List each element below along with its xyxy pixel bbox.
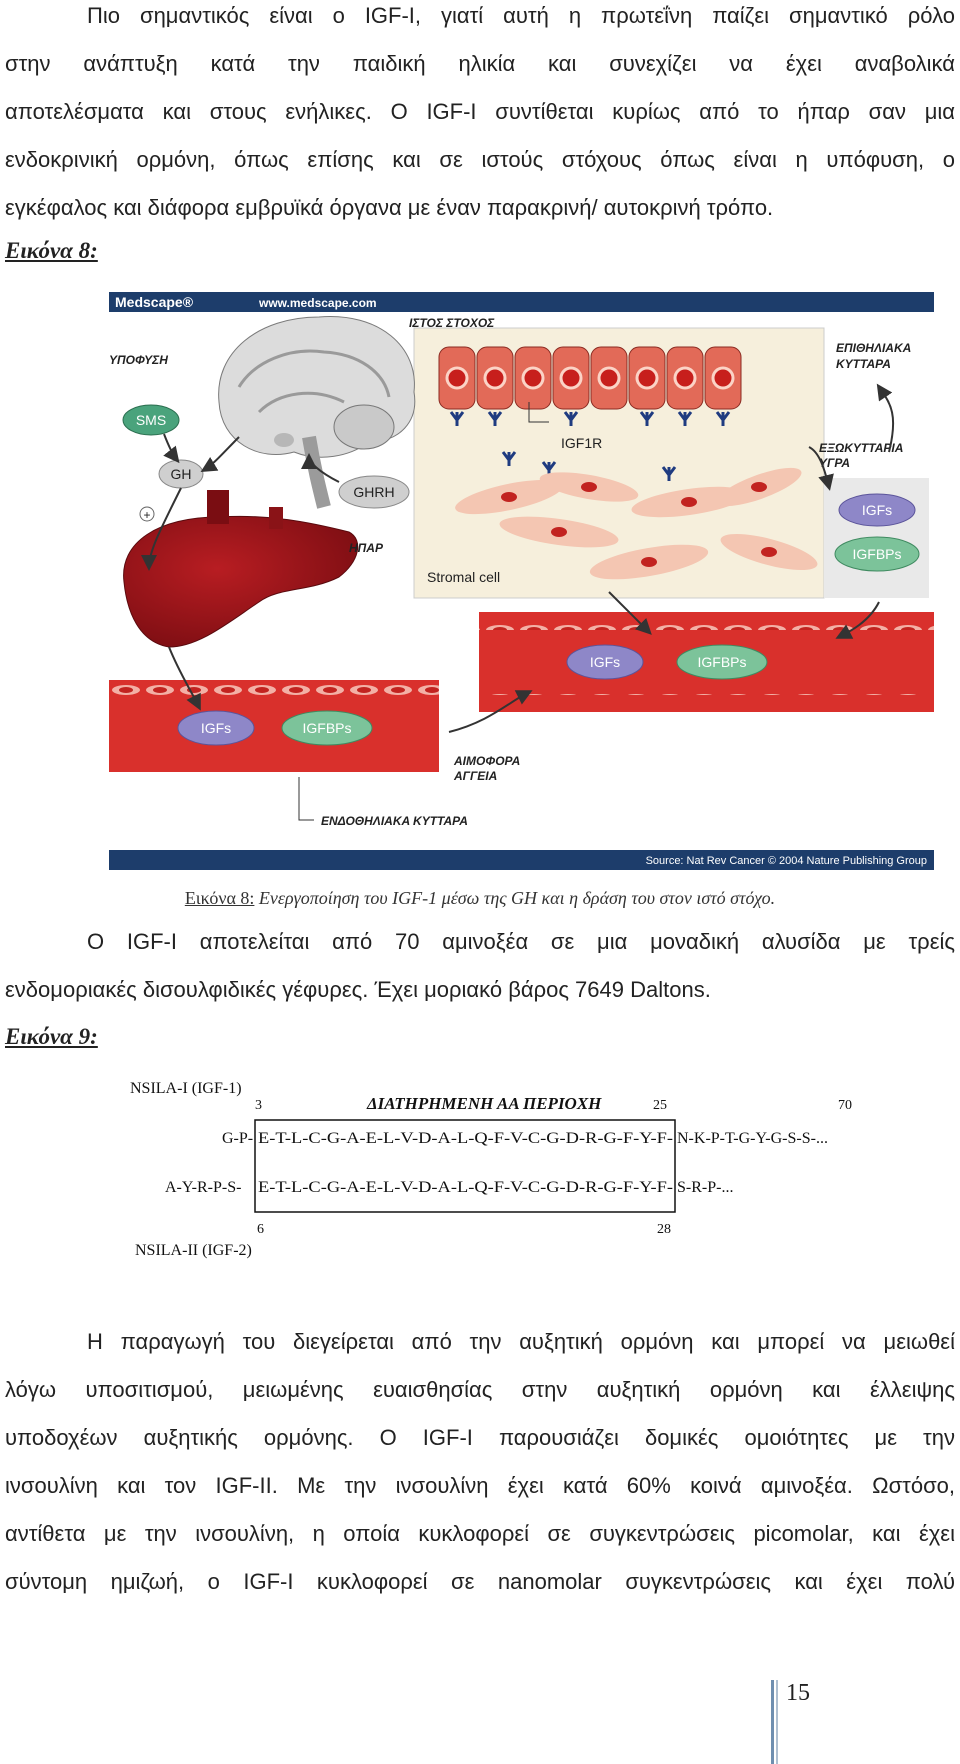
paragraph-line: εγκέφαλος και διάφορα εμβρυϊκά όργανα με…: [5, 195, 774, 220]
epithelial-label-1: ΕΠΙΘΗΛΙΑΚΑ: [836, 341, 911, 355]
endothelial-pointer: [298, 777, 314, 821]
paragraph-line: ενδομοριακές δισουλφιδικές γέφυρες. Έχει…: [5, 977, 711, 1002]
position-70: 70: [838, 1098, 852, 1113]
seq1-prefix: G-P-: [222, 1130, 253, 1147]
seq2-prefix: A-Y-R-P-S-: [165, 1179, 241, 1196]
igf1r-label: IGF1R: [561, 435, 602, 451]
igfbps-label-vessel-right: IGFBPs: [697, 654, 746, 670]
conserved-region-title: ΔΙΑΤΗΡΗΜΕΝΗ ΑΑ ΠΕΡΙΟΧΗ: [366, 1094, 602, 1113]
igf1r-label-bg: [557, 432, 613, 452]
paragraph-line: Πιο σημαντικός είναι ο IGF-I, γιατί αυτή…: [87, 3, 955, 28]
paragraph-line: υποδοχέων αυξητικής ορμόνης. Ο IGF-I παρ…: [5, 1425, 955, 1450]
paragraph-line: σύντομη ημιζωή, ο IGF-I κυκλοφορεί σε na…: [5, 1569, 955, 1594]
paragraph-line: Ο IGF-I αποτελείται από 70 αμινοξέα σε μ…: [87, 929, 955, 954]
igf1r-receptors: [449, 411, 731, 481]
endothelial-label: ΕΝΔΟΘΗΛΙΑΚΑ ΚΥΤΤΑΡΑ: [321, 814, 468, 828]
figure-8-caption-label: Εικόνα 8:: [184, 888, 255, 908]
igfs-label-vessel-right: IGFs: [590, 654, 620, 670]
figure-footer-bar: [109, 850, 934, 870]
stromal-cells: [455, 467, 818, 580]
paragraph-line: αποτελέσματα και στους ενήλικες. Ο IGF-I…: [5, 99, 955, 124]
igf1-label: NSILA-I (IGF-1): [130, 1080, 242, 1097]
figure-8-illustration: Medscape® www.medscape.com ΙΣΤΟΣ ΣΤΟΧΟΣ: [109, 292, 934, 870]
paragraph-line: ενδοκρινική ορμόνη, όπως επίσης και σε ι…: [5, 147, 955, 172]
plus-sign: +: [143, 508, 150, 522]
extracellular-label-1: ΕΞΩΚΥΤΤΑΡΙΑ: [819, 441, 903, 455]
plus-sign-circle: [139, 506, 155, 522]
position-25: 25: [653, 1098, 667, 1113]
conserved-region-box: [254, 1119, 676, 1213]
igfbps-bubble-vessel-right: [676, 644, 768, 680]
seq2-conserved: E-T-L-C-G-A-E-L-V-D-A-L-Q-F-V-C-G-D-R-G-…: [258, 1179, 673, 1196]
page-number: 15: [786, 1680, 810, 1706]
igfs-bubble-vessel-right: [566, 644, 644, 680]
seq1-conserved: E-T-L-C-G-A-E-L-V-D-A-L-Q-F-V-C-G-D-R-G-…: [258, 1130, 673, 1147]
epithelial-label-2: ΚΥΤΤΑΡΑ: [836, 357, 891, 371]
figure-source: Source: Nat Rev Cancer © 2004 Nature Pub…: [646, 855, 927, 867]
ghrh-bubble: [338, 475, 410, 509]
pituitary-label: ΥΠΟΦΥΣΗ: [109, 353, 168, 367]
paragraph-line: στην ανάπτυξη κατά την παιδική ηλικία κα…: [5, 51, 955, 76]
stromal-cell-label: Stromal cell: [427, 569, 500, 585]
liver-label: ΗΠΑΡ: [349, 541, 384, 555]
pathway-arrows: [141, 383, 895, 733]
igfbps-bubble-vessel-left: [281, 710, 373, 746]
igfbps-label-vessel-left: IGFBPs: [302, 720, 351, 736]
position-6: 6: [257, 1222, 264, 1237]
paragraph-2: Ο IGF-I αποτελείται από 70 αμινοξέα σε μ…: [5, 918, 955, 1014]
igfs-bubble-vessel-left: [177, 710, 255, 746]
vessels-label-2: ΑΓΓΕΙΑ: [453, 769, 497, 783]
igfbps-label-extracellular: IGFBPs: [852, 546, 901, 562]
paragraph-3: Η παραγωγή του διεγείρεται από την αυξητ…: [5, 1318, 955, 1606]
paragraph-line: αντίθετα με την ινσουλίνη, η οποία κυκλο…: [5, 1521, 955, 1546]
paragraph-line: ινσουλίνη και τον IGF-II. Με την ινσουλί…: [5, 1473, 955, 1498]
igf2-label: NSILA-II (IGF-2): [135, 1242, 252, 1259]
page-number-rule-light: [776, 1680, 778, 1764]
igfbps-bubble-extracellular: [834, 536, 920, 572]
epithelial-cells: [438, 346, 742, 410]
figure-8-heading: Εικόνα 8:: [5, 238, 98, 263]
igfs-label-vessel-left: IGFs: [201, 720, 231, 736]
figure-9-sequence-alignment: NSILA-I (IGF-1) 3 ΔΙΑΤΗΡΗΜΕΝΗ ΑΑ ΠΕΡΙΟΧΗ…: [130, 1080, 852, 1259]
gh-label: GH: [171, 466, 192, 482]
brain-illustration: [218, 316, 416, 509]
target-tissue-label: ΙΣΤΟΣ ΣΤΟΧΟΣ: [409, 316, 495, 330]
paragraph-line: Η παραγωγή του διεγείρεται από την αυξητ…: [87, 1329, 955, 1354]
paragraph-1: Πιο σημαντικός είναι ο IGF-I, γιατί αυτή…: [5, 0, 955, 232]
figure-url: www.medscape.com: [258, 296, 377, 310]
paragraph-line: λόγω υποσιτισμού, μειωμένης ευαισθησίας …: [5, 1377, 955, 1402]
position-3: 3: [255, 1098, 262, 1113]
position-28: 28: [657, 1222, 671, 1237]
igf1r-pointer: [528, 402, 549, 423]
seq1-suffix: N-K-P-T-G-Y-G-S-S-...: [677, 1130, 828, 1147]
ghrh-label: GHRH: [353, 484, 394, 500]
figure-8-caption: Εικόνα 8: Ενεργοποίηση του IGF-1 μέσω τη…: [0, 888, 960, 909]
page-number-rule: [771, 1680, 774, 1764]
liver-illustration: [123, 490, 359, 648]
sms-bubble: [122, 404, 180, 436]
sms-label: SMS: [136, 412, 166, 428]
medscape-logo: Medscape®: [115, 294, 194, 310]
figure-header-bar: [109, 292, 934, 312]
igfs-bubble-extracellular: [838, 493, 916, 527]
figure-8-caption-text: Ενεργοποίηση του IGF-1 μέσω της GH και η…: [254, 888, 776, 908]
seq2-suffix: S-R-P-...: [677, 1179, 733, 1196]
extracellular-label-2: ΥΓΡΑ: [819, 456, 850, 470]
figure-9-heading: Εικόνα 9:: [5, 1024, 98, 1049]
vessel-lumen-left: [109, 697, 439, 757]
igfs-label-extracellular: IGFs: [862, 502, 892, 518]
vessels-label-1: ΑΙΜΟΦΟΡΑ: [453, 754, 520, 768]
